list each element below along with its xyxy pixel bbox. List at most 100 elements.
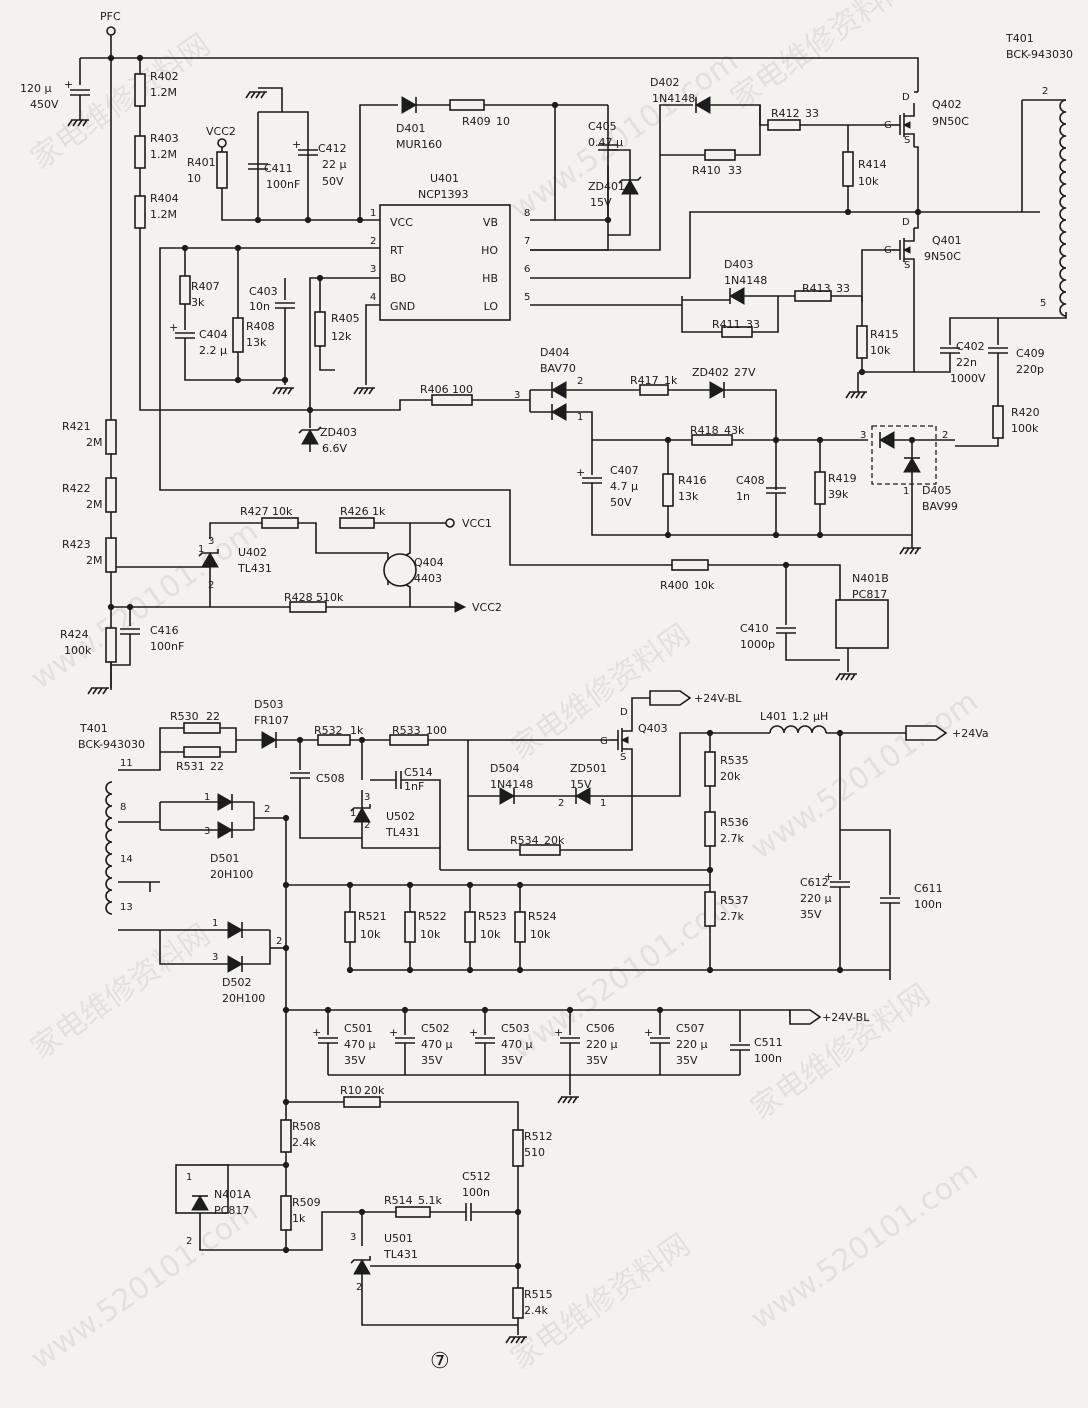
junction-dot: [664, 531, 672, 539]
resistor-r532: [317, 734, 351, 746]
ground-icon: [245, 91, 267, 99]
d502-pin3: 3: [212, 952, 218, 963]
r403-label: R403: [150, 132, 179, 145]
ic-pin6: 6: [524, 264, 530, 275]
resistor-r411: [721, 326, 753, 338]
d404-pin2: 2: [577, 376, 583, 387]
zd402-label: ZD402: [692, 366, 729, 379]
resistor-r423: [105, 537, 117, 573]
u401-value: NCP1393: [418, 188, 469, 201]
pin-hb: HB: [482, 272, 498, 285]
r414-label: R414: [858, 158, 887, 171]
r420-label: R420: [1011, 406, 1040, 419]
resistor-r417: [639, 384, 669, 396]
ic-pin7: 7: [524, 236, 530, 247]
cap-c-in: +: [64, 78, 90, 96]
t401-top-label: T401: [1005, 32, 1034, 45]
resistor-r409: [449, 99, 485, 111]
arrow-icon: [454, 601, 467, 613]
r404-label: R404: [150, 192, 179, 205]
u501-value: TL431: [383, 1248, 418, 1261]
wire: [139, 58, 432, 411]
watermark-text: www.520101.com: [25, 1194, 265, 1377]
r418-label: R418: [690, 424, 719, 437]
ground-icon: [87, 687, 109, 695]
c502-label: C502: [421, 1022, 450, 1035]
r406-value: 100: [452, 383, 473, 396]
resistor-r530: [183, 722, 221, 734]
junction-dot: [551, 101, 559, 109]
svg-text:+: +: [469, 1026, 478, 1039]
c502-value: 470 μ: [421, 1038, 453, 1051]
mosfet-q401: [892, 228, 915, 272]
r536-value: 2.7k: [720, 832, 744, 845]
wire: [242, 930, 271, 965]
r524-label: R524: [528, 910, 557, 923]
vcc2-out-label: VCC2: [472, 601, 502, 614]
resistor-r416: [662, 473, 674, 507]
wire: [199, 1211, 362, 1251]
resistor-r402: [134, 73, 146, 107]
u502-pin1: 1: [350, 808, 356, 819]
resistor-r426: [339, 517, 375, 529]
cap-c612: +: [824, 870, 850, 888]
d405-value: BAV99: [922, 500, 958, 513]
zd403-value: 6.6V: [322, 442, 347, 455]
r415-value: 10k: [870, 344, 891, 357]
junction-dot: [481, 1006, 489, 1014]
ic-pin5: 5: [524, 292, 530, 303]
wire: [254, 817, 287, 1125]
c409-label: C409: [1016, 347, 1045, 360]
junction-dot: [664, 436, 672, 444]
r406-label: R406: [420, 383, 449, 396]
c512-value: 100n: [462, 1186, 490, 1199]
r407-label: R407: [191, 280, 220, 293]
wire: [299, 778, 362, 839]
d501-label: D501: [210, 852, 239, 865]
ic-pin3: 3: [370, 264, 376, 275]
zener-zd402: [709, 381, 726, 399]
resistor-r522: [404, 911, 416, 943]
wire: [914, 353, 951, 373]
cap-c412: +: [292, 138, 318, 156]
r524-value: 10k: [530, 928, 551, 941]
junction-dot: [281, 376, 289, 384]
cap-c507: +: [644, 1026, 670, 1044]
watermark-text: www.520101.com: [505, 44, 745, 227]
watermark-text: 家电维修资料网: [25, 917, 217, 1066]
ground-icon: [353, 387, 375, 395]
r428-value: 510k: [316, 591, 344, 604]
u502-value: TL431: [385, 826, 420, 839]
svg-text:+: +: [824, 870, 833, 883]
d405-pin1: 1: [903, 486, 909, 497]
resistor-r531: [183, 746, 221, 758]
pin-rt: RT: [390, 244, 404, 257]
shunt-u502: [350, 804, 371, 823]
cap-c404: +: [169, 321, 195, 339]
c412-value2: 50V: [322, 175, 344, 188]
resistor-r521: [344, 911, 356, 943]
wire: [80, 57, 919, 92]
d402-label: D402: [650, 76, 679, 89]
r512-label: R512: [524, 1130, 553, 1143]
wire: [608, 194, 631, 236]
wire: [209, 522, 388, 554]
diode-d501b: [217, 821, 234, 839]
junction-dot: [136, 54, 144, 62]
c508-label: C508: [316, 772, 345, 785]
mosfet-q403: [610, 718, 633, 762]
c501-label: C501: [344, 1022, 373, 1035]
r411-label: R411: [712, 318, 741, 331]
r416-value: 13k: [678, 490, 699, 503]
c611-label: C611: [914, 882, 943, 895]
r418-value: 43k: [724, 424, 745, 437]
diode-d502b: [227, 955, 244, 973]
resistor-r536: [704, 811, 716, 847]
c402-label: C402: [956, 340, 985, 353]
r427-label: R427: [240, 505, 269, 518]
c503-value2: 35V: [501, 1054, 523, 1067]
cap-c611: [880, 897, 900, 904]
page-number: ⑦: [430, 1349, 450, 1374]
